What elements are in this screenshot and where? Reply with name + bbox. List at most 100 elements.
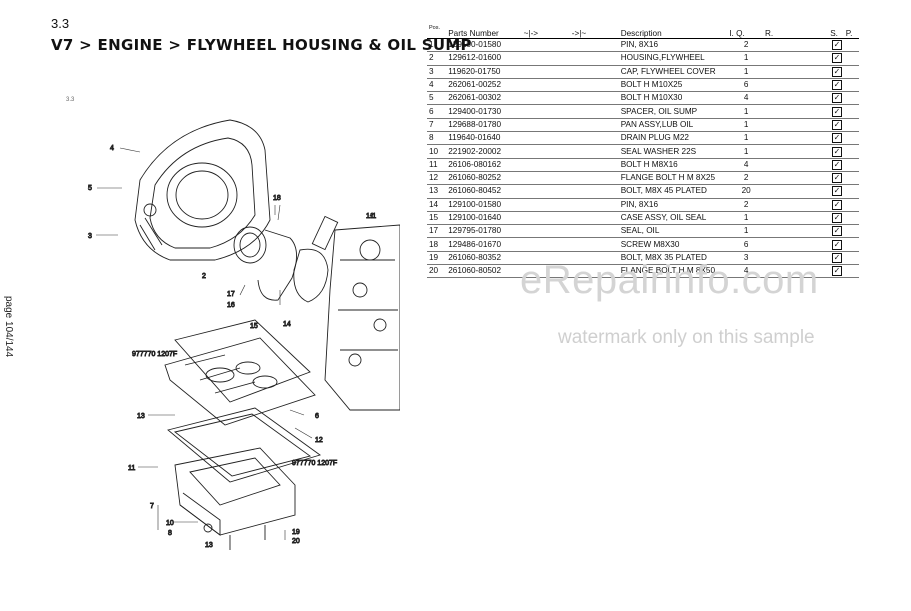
pos-cell: 18 (427, 237, 447, 252)
to-cell (569, 251, 619, 266)
iq-cell: 6 (727, 237, 763, 252)
header-from: ~|-> (521, 25, 570, 39)
parts-table-header: Pos. Parts Number ~|-> ->|~ Description … (427, 25, 859, 39)
selected-cell[interactable]: ✓ (828, 91, 844, 106)
parts-number-cell: 119620-01750 (446, 65, 522, 79)
checkbox-checked-icon[interactable]: ✓ (831, 199, 842, 210)
from-cell (521, 91, 570, 106)
checkbox-checked-icon[interactable]: ✓ (831, 252, 842, 263)
to-cell (569, 144, 619, 159)
from-cell (521, 251, 570, 266)
exploded-parts-diagram: 4 5 3 2 18 17 15 14 16 1 6 13 12 11 7 10… (88, 119, 400, 550)
to-cell (569, 131, 619, 146)
oil-pan-drawing (174, 447, 296, 550)
description-cell: DRAIN PLUG M22 (618, 131, 728, 146)
parts-number-cell: 262061-00302 (446, 91, 522, 106)
iq-cell: 1 (727, 211, 763, 226)
selected-cell[interactable]: ✓ (828, 158, 844, 172)
checkbox-checked-icon[interactable]: ✓ (831, 213, 842, 223)
header-description: Description (618, 25, 728, 39)
selected-cell[interactable]: ✓ (828, 51, 844, 66)
checkbox-checked-icon[interactable]: ✓ (831, 66, 842, 77)
header-iq: I. Q. (727, 25, 763, 39)
description-cell: PIN, 8X16 (618, 198, 728, 212)
checkbox-checked-icon[interactable]: ✓ (831, 40, 842, 51)
callout-13b: 13 (205, 542, 213, 549)
page-title: V7 > ENGINE > FLYWHEEL HOUSING & OIL SUM… (51, 36, 472, 54)
header-p: P. (843, 25, 859, 39)
r-cell (763, 251, 829, 266)
iq-cell: 4 (727, 158, 763, 172)
checkbox-checked-icon[interactable]: ✓ (831, 186, 842, 197)
p-cell (843, 38, 859, 53)
to-cell (569, 78, 619, 93)
parts-number-cell: 129612-01600 (446, 51, 522, 66)
pos-cell: 1 (427, 38, 447, 53)
parts-number-cell: 26106-080162 (446, 158, 522, 172)
selected-cell[interactable]: ✓ (828, 171, 844, 186)
checkbox-checked-icon[interactable]: ✓ (831, 80, 842, 91)
r-cell (763, 65, 829, 79)
p-cell (843, 184, 859, 199)
checkbox-checked-icon[interactable]: ✓ (831, 266, 842, 277)
selected-cell[interactable]: ✓ (828, 224, 844, 239)
checkbox-checked-icon[interactable]: ✓ (831, 226, 842, 237)
selected-cell[interactable]: ✓ (828, 198, 844, 212)
selected-cell[interactable]: ✓ (828, 184, 844, 199)
p-cell (843, 211, 859, 226)
checkbox-checked-icon[interactable]: ✓ (831, 93, 842, 104)
checkbox-checked-icon[interactable]: ✓ (831, 53, 842, 64)
engine-block-drawing (324, 224, 400, 411)
callout-4: 4 (110, 145, 114, 152)
checkbox-checked-icon[interactable]: ✓ (831, 133, 842, 144)
selected-cell[interactable]: ✓ (828, 118, 844, 133)
from-cell (521, 224, 570, 239)
from-cell (521, 38, 570, 53)
selected-cell[interactable]: ✓ (828, 211, 844, 226)
selected-cell[interactable]: ✓ (828, 237, 844, 252)
r-cell (763, 184, 829, 199)
to-cell (569, 264, 619, 279)
pos-cell: 19 (427, 251, 447, 266)
p-cell (843, 237, 859, 252)
parts-number-cell: 129100-01580 (446, 198, 522, 212)
from-cell (521, 211, 570, 226)
p-cell (843, 251, 859, 266)
selected-cell[interactable]: ✓ (828, 131, 844, 146)
description-cell: BOLT H M10X25 (618, 78, 728, 93)
checkbox-checked-icon[interactable]: ✓ (831, 106, 842, 117)
callout-12: 12 (315, 437, 323, 444)
pos-cell: 17 (427, 224, 447, 239)
selected-cell[interactable]: ✓ (828, 104, 844, 119)
selected-cell[interactable]: ✓ (828, 264, 844, 279)
pos-cell: 11 (427, 158, 447, 172)
selected-cell[interactable]: ✓ (828, 251, 844, 266)
description-cell: FLANGE BOLT H M 8X25 (618, 171, 728, 186)
r-cell (763, 264, 829, 279)
checkbox-checked-icon[interactable]: ✓ (831, 146, 842, 157)
selected-cell[interactable]: ✓ (828, 65, 844, 79)
parts-number-cell: 129795-01780 (446, 224, 522, 239)
selected-cell[interactable]: ✓ (828, 38, 844, 53)
checkbox-checked-icon[interactable]: ✓ (831, 159, 842, 170)
selected-cell[interactable]: ✓ (828, 78, 844, 93)
from-cell (521, 51, 570, 66)
parts-number-cell: 129400-01730 (446, 104, 522, 119)
to-cell (569, 184, 619, 199)
to-cell (569, 51, 619, 66)
parts-number-cell: 129486-01670 (446, 237, 522, 252)
callout-14: 14 (283, 321, 291, 328)
callout-1: 1 (370, 213, 374, 220)
callout-18: 18 (273, 195, 281, 202)
callout-3: 3 (88, 233, 92, 240)
checkbox-checked-icon[interactable]: ✓ (831, 119, 842, 130)
checkbox-checked-icon[interactable]: ✓ (831, 173, 842, 184)
checkbox-checked-icon[interactable]: ✓ (831, 239, 842, 250)
selected-cell[interactable]: ✓ (828, 144, 844, 159)
from-cell (521, 264, 570, 279)
pos-cell: 20 (427, 264, 447, 279)
